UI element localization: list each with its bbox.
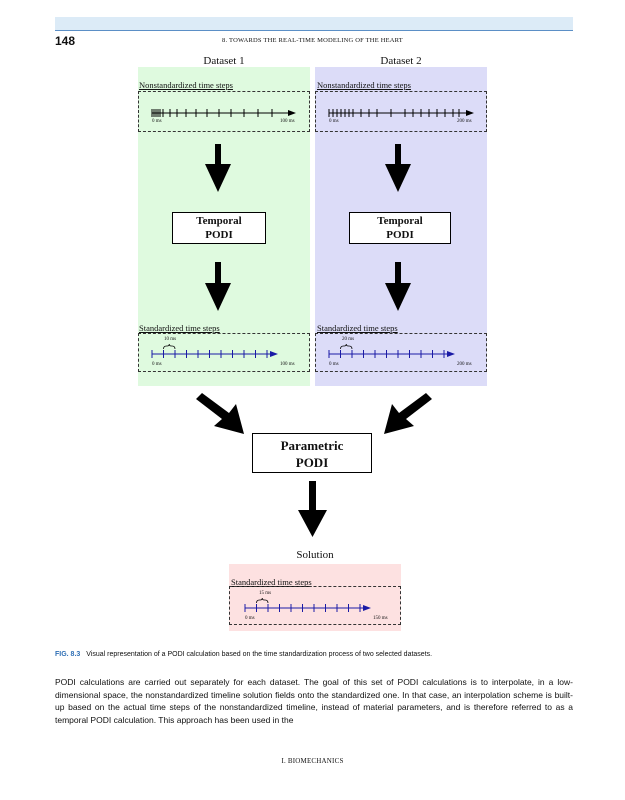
down-arrow-icon — [205, 144, 231, 192]
dataset2-temporal-line1: Temporal — [377, 215, 423, 227]
dataset2-nonstd-label: Nonstandardized time steps — [317, 80, 411, 90]
timelines — [151, 109, 474, 612]
solution-title: Solution — [296, 549, 334, 561]
down-arrow-icon — [385, 144, 411, 192]
solution-std-box — [229, 586, 401, 625]
parametric-line1: Parametric — [280, 438, 344, 453]
dataset2-std-label: Standardized time steps — [317, 323, 398, 333]
solution-std-step: 15 ms — [259, 591, 272, 596]
diagonal-arrow-icon — [384, 393, 432, 434]
dataset1-std-end: 100 ms — [280, 362, 295, 367]
dataset1-std-start: 0 ms — [152, 362, 162, 367]
down-arrow-icon — [205, 262, 231, 311]
timeline-arrowhead — [466, 110, 474, 116]
step-brace — [340, 343, 353, 350]
header-bar — [55, 17, 573, 30]
dataset2-title: Dataset 2 — [380, 55, 422, 67]
timeline-arrowhead — [447, 351, 455, 357]
dataset1-temporal-line1: Temporal — [196, 215, 242, 227]
dataset2-std-step: 20 ms — [342, 337, 355, 342]
parametric-podi-box: Parametric PODI — [252, 433, 372, 473]
dataset2-nonstd-start: 0 ms — [329, 119, 339, 124]
arrows — [196, 144, 432, 537]
header-rule — [55, 30, 573, 31]
dataset1-std-box — [138, 333, 310, 372]
timeline-arrowhead — [363, 605, 371, 611]
dataset1-nonstd-label: Nonstandardized time steps — [139, 80, 233, 90]
dataset2-nonstd-end: 200 ms — [457, 119, 472, 124]
solution-panel — [229, 564, 401, 631]
dataset1-nonstd-start: 0 ms — [152, 119, 162, 124]
down-arrow-icon — [298, 481, 327, 537]
dataset1-std-label: Standardized time steps — [139, 323, 220, 333]
down-arrow-icon — [385, 262, 411, 311]
solution-std-start: 0 ms — [245, 616, 255, 621]
dataset2-std-start: 0 ms — [329, 362, 339, 367]
diagonal-arrow-icon — [196, 393, 244, 434]
dataset1-std-step: 10 ms — [164, 337, 177, 342]
dataset2-temporal-line2: PODI — [386, 229, 414, 241]
dataset2-std-box — [315, 333, 487, 372]
dataset1-nonstd-box — [138, 91, 310, 132]
step-brace — [163, 343, 176, 350]
dataset1-title: Dataset 1 — [203, 55, 245, 67]
running-head: 8. TOWARDS THE REAL-TIME MODELING OF THE… — [222, 37, 403, 44]
dataset1-temporal-line2: PODI — [205, 229, 233, 241]
page-footer: I. BIOMECHANICS — [281, 757, 344, 765]
solution-std-end: 150 ms — [373, 616, 388, 621]
dataset2-temporal-podi-box: Temporal PODI — [349, 212, 451, 244]
timeline-arrowhead — [288, 110, 296, 116]
figure-caption: FIG. 8.3 Visual representation of a PODI … — [55, 651, 432, 658]
solution-std-label: Standardized time steps — [231, 577, 312, 587]
caption-text: Visual representation of a PODI calculat… — [86, 651, 433, 658]
dataset2-nonstd-box — [315, 91, 487, 132]
page-number: 148 — [55, 34, 76, 48]
dataset1-temporal-podi-box: Temporal PODI — [172, 212, 266, 244]
parametric-line2: PODI — [295, 455, 329, 470]
timeline-arrowhead — [270, 351, 278, 357]
step-brace — [256, 597, 269, 604]
caption-label: FIG. 8.3 — [55, 651, 81, 658]
dataset2-std-end: 200 ms — [457, 362, 472, 367]
body-paragraph: PODI calculations are carried out separa… — [55, 677, 573, 725]
dataset1-nonstd-end: 100 ms — [280, 119, 295, 124]
